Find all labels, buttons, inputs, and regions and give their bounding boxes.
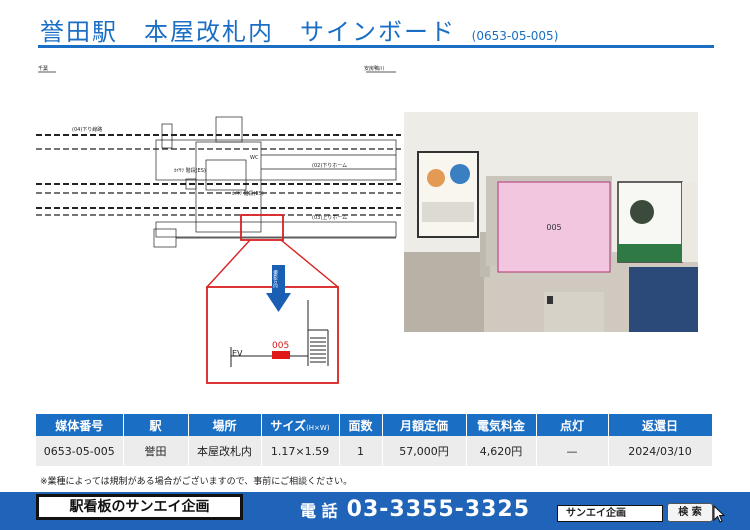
location-photo: 005 (404, 112, 698, 332)
board-marker (272, 351, 290, 359)
stair-label-2: ｶｲｻﾂ 階段(ES) (232, 190, 264, 197)
cell-lighting: — (536, 436, 609, 466)
ev-label: EV (232, 349, 243, 358)
phone-number[interactable]: 03-3355-3325 (346, 497, 531, 522)
zoom-line-right (280, 239, 339, 288)
stair-label-1: ｶｲｻﾂ 階段(ES) (174, 167, 206, 174)
cell-faces: 1 (339, 436, 383, 466)
platform-down-label: (02)下りホーム (312, 163, 347, 169)
poster-left (417, 151, 479, 238)
cell-return-date: 2024/03/10 (608, 436, 713, 466)
platform-up-label: (03)上りホーム (312, 214, 347, 221)
wc-label: WC (250, 155, 259, 161)
spec-table: 媒体番号 駅 場所 サイズ(H×W) 面数 月額定価 電気料金 点灯 返還日 0… (36, 414, 713, 466)
concourse (205, 159, 247, 191)
board-id-label: 005 (272, 341, 289, 351)
cell-size: 1.17×1.59 (261, 436, 340, 466)
cell-station: 誉田 (123, 436, 189, 466)
header-size: サイズ(H×W) (261, 414, 340, 436)
highlight-box (240, 214, 284, 241)
platform-down (155, 139, 397, 181)
direction-right-label: 安房鴨川 (364, 65, 384, 72)
direction-left-label: 千葉 (38, 65, 48, 72)
zoom-line-left (206, 239, 251, 288)
header-lighting: 点灯 (536, 414, 609, 436)
table-row: 0653-05-005 誉田 本屋改札内 1.17×1.59 1 57,000円… (36, 436, 713, 466)
board-highlight (497, 181, 611, 273)
stair-left (153, 228, 177, 248)
track-down-label: (04)下り線路 (72, 126, 102, 133)
cell-monthly-price: 57,000円 (382, 436, 467, 466)
media-code: (0653-05-005) (471, 29, 559, 43)
stair-upper-left (161, 123, 173, 149)
zoom-box (206, 286, 339, 384)
shoot-direction-label: 撮影方向 (273, 269, 278, 289)
platform-up (155, 221, 397, 238)
phone-label: 電 話 (300, 501, 338, 521)
header-electric-fee: 電気料金 (466, 414, 537, 436)
page-title: 誉田駅 本屋改札内 サインボード (0653-05-005) (40, 12, 558, 47)
shoot-direction-arrow-body (272, 265, 285, 293)
brand-logo: 駅看板のサンエイ企画 (36, 494, 243, 520)
header-monthly-price: 月額定価 (382, 414, 467, 436)
disclaimer-note: ※業種によっては規制がある場合がございますので、事前にご相談ください。 (40, 477, 353, 487)
photo-board-label: 005 (546, 222, 562, 232)
gate-machine (629, 267, 698, 332)
stair-top (215, 116, 243, 143)
cell-electric-fee: 4,620円 (466, 436, 537, 466)
header-return-date: 返還日 (608, 414, 713, 436)
photo-scene (404, 112, 698, 332)
station-map: 千葉 安房鴨川 (04)下り線路 (02)下りホーム (03)上りホーム WC … (36, 65, 401, 384)
cursor-icon (713, 505, 726, 523)
search-button[interactable]: 検 索 (667, 503, 713, 522)
cell-media-number: 0653-05-005 (36, 436, 124, 466)
phone-contact[interactable]: 電 話 03-3355-3325 (300, 497, 530, 522)
search-input[interactable]: サンエイ企画 (557, 505, 663, 522)
header-station: 駅 (123, 414, 189, 436)
header-media-number: 媒体番号 (36, 414, 124, 436)
title-underline (38, 45, 714, 48)
table-header-row: 媒体番号 駅 場所 サイズ(H×W) 面数 月額定価 電気料金 点灯 返還日 (36, 414, 713, 436)
header-location: 場所 (188, 414, 262, 436)
gate-box (185, 178, 197, 190)
shoot-direction-arrow-head (266, 293, 291, 312)
cell-location: 本屋改札内 (188, 436, 262, 466)
header-faces: 面数 (339, 414, 383, 436)
station-title: 誉田駅 本屋改札内 サインボード (40, 18, 456, 46)
